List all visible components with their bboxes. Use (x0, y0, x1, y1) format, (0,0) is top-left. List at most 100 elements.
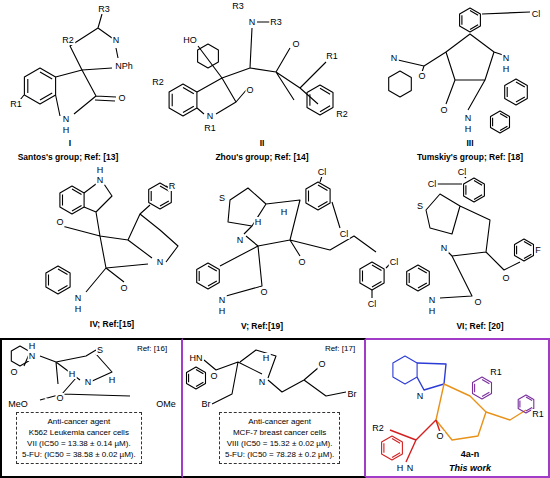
bond (62, 184, 152, 258)
atom-label: N (440, 243, 449, 253)
bond (56, 70, 116, 116)
atom-label: H (396, 463, 405, 473)
atom-label: Cl (367, 299, 378, 309)
atom-label: H (74, 304, 83, 314)
atom-label: O (439, 105, 448, 115)
atom-label: O (417, 71, 426, 81)
atom-label: N (96, 175, 105, 185)
activity-text: Anti-cancer agent (225, 416, 334, 427)
atom-label: O (9, 367, 18, 377)
bond (197, 263, 220, 289)
atom-label: R2 (371, 423, 385, 433)
panel-text: 4a-n (461, 449, 480, 459)
atom-label: O (117, 93, 126, 103)
compound-caption: Tumskiy's group; Ref: [18] (416, 152, 524, 162)
panel-text: Ref: [16] (137, 344, 167, 354)
atom-label: HN (189, 353, 204, 363)
compound-caption: II (259, 138, 266, 148)
compound-caption: Santos's group; Ref: [13] (17, 152, 120, 162)
activity-text: MCF-7 breast cancer cells (225, 427, 334, 438)
bond (409, 268, 427, 288)
bond (220, 246, 262, 296)
atom-label: O (297, 257, 306, 267)
bond (250, 22, 326, 104)
atom-label: N (62, 114, 71, 124)
atom-label: R1 (531, 409, 545, 419)
atom-label: NPh (114, 61, 134, 71)
atom-label: Cl (427, 179, 438, 189)
bond (49, 269, 68, 291)
atom-label: O (501, 273, 510, 283)
bond (228, 188, 376, 256)
atom-label: O (55, 217, 64, 227)
bond (28, 72, 52, 100)
activity-text: 5-FU: (IC50 = 78.28 ± 0.2 µM). (225, 449, 334, 460)
atom-label: N (464, 113, 473, 123)
activity-text: 5-FU: (IC50 = 38.58 ± 0.02 µM). (22, 449, 136, 460)
bond (436, 176, 466, 184)
activity-text: VIII (IC50 = 15.32 ± 0.02 µM). (225, 438, 334, 449)
atom-label: R3 (97, 4, 111, 14)
atom-label: R1 (325, 51, 339, 61)
atom-label: H (464, 124, 473, 134)
atom-label: Cl (531, 9, 542, 19)
bond (407, 265, 430, 291)
bond (63, 189, 82, 211)
bond (204, 350, 346, 404)
atom-label: N (258, 377, 267, 387)
bond (197, 28, 252, 114)
bond (517, 241, 532, 258)
atom-label: H (218, 306, 227, 316)
compound-caption: IV; Ref:[15] (89, 319, 135, 329)
atom-label: N (218, 295, 227, 305)
bond (493, 113, 508, 130)
atom-label: R3 (231, 1, 245, 11)
bond (32, 395, 48, 413)
activity-box: Anti-cancer agentK562 Leukemia cancer ce… (16, 412, 142, 464)
panel-text: Ref: [17] (325, 344, 355, 354)
bond (11, 346, 28, 366)
panel: Ref: [16] Anti-cancer agentK562 Leukemia … (0, 338, 183, 478)
bond (475, 379, 490, 396)
bond (382, 436, 403, 460)
atom-label: Cl (339, 229, 350, 239)
atom-label: S (416, 201, 424, 211)
atom-label: N (84, 377, 93, 387)
atom-label: S (96, 345, 104, 355)
atom-label: R2 (61, 35, 75, 45)
atom-label: MeO (7, 399, 29, 409)
bond (46, 266, 70, 294)
panel: Ref: [17] Anti-cancer agentMCF-7 breast c… (183, 338, 366, 478)
bond (389, 71, 412, 97)
bond (505, 79, 528, 105)
atom-label: N (74, 293, 83, 303)
bond (320, 176, 340, 228)
atom-label: O (259, 287, 268, 297)
atom-label: O (317, 359, 326, 369)
panel: 4a-nThis work (366, 338, 550, 478)
atom-label: N (416, 391, 425, 401)
bond (310, 88, 330, 111)
atom-label: N (112, 35, 121, 45)
bond (360, 262, 384, 290)
bond (436, 384, 486, 440)
atom-label: H (108, 375, 117, 385)
bond (390, 420, 440, 462)
atom-label: R3 (269, 17, 283, 27)
bond (309, 185, 328, 207)
panel-text: This work (449, 463, 491, 473)
bond (393, 356, 417, 384)
atom-label: O (435, 431, 444, 441)
atom-label: R1 (9, 99, 23, 109)
bond (306, 182, 330, 210)
bond (507, 82, 525, 102)
compound-caption: I (68, 138, 72, 148)
bond (20, 14, 118, 100)
atom-label: Cl (457, 167, 468, 177)
atom-label: O (245, 85, 254, 95)
atom-label: Br (347, 389, 358, 399)
bond (398, 34, 506, 110)
atom-label: S (218, 193, 226, 203)
atom-label: R1 (203, 123, 217, 133)
